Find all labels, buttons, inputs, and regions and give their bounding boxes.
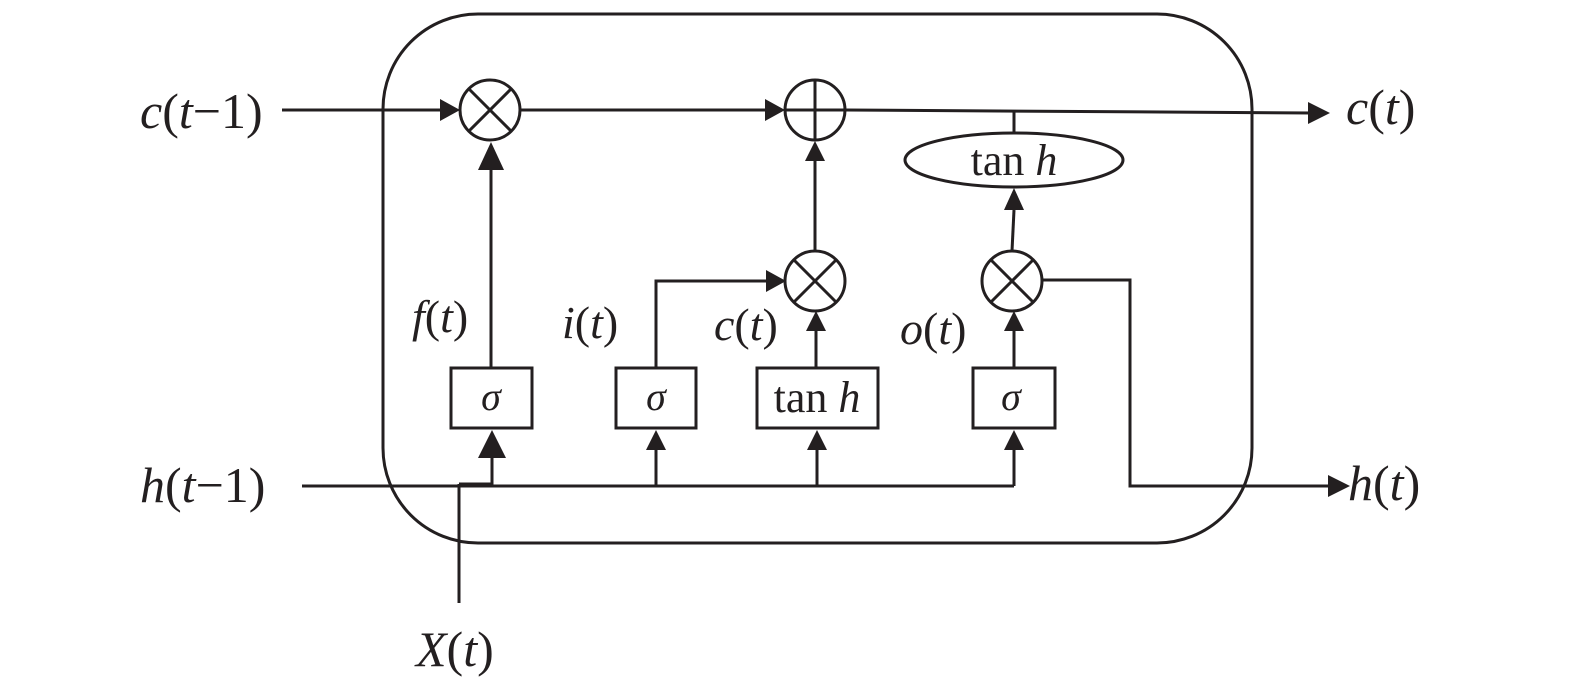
cell-out-label: c(t) — [1346, 79, 1415, 135]
forget-multiply-operator — [458, 78, 522, 142]
hidden-out-line — [1042, 278, 1330, 488]
candidate-tanh-box: tan h — [755, 366, 880, 430]
cell-add-operator — [783, 78, 847, 142]
input-to-add-arrowhead — [805, 141, 825, 161]
cell-boundary — [381, 12, 1254, 545]
output-multiply-operator — [980, 249, 1044, 313]
riser-output-arrowhead — [1004, 430, 1024, 450]
output-sigma-box: σ — [971, 366, 1057, 430]
output-tanh-ellipse: tan h — [903, 131, 1125, 189]
riser-input-arrowhead — [646, 430, 666, 450]
output-tanh-label: tan h — [971, 136, 1058, 185]
output-gate-label: o(t) — [900, 303, 966, 354]
input-gate-line — [654, 279, 772, 368]
input-multiply-operator — [783, 249, 847, 313]
forget-gate-arrowhead — [478, 142, 504, 170]
out-mult-to-tanh-arrowhead — [1004, 188, 1024, 210]
riser-candidate-arrowhead — [807, 430, 827, 450]
input-gate-arrowhead — [766, 270, 786, 292]
hidden-out-label: h(t) — [1348, 455, 1420, 511]
input-sigma-label: σ — [646, 374, 667, 419]
riser-forget-arrowhead — [478, 430, 506, 458]
output-sigma-label: σ — [1001, 374, 1022, 419]
forget-sigma-box: σ — [449, 366, 534, 430]
forget-to-add-arrowhead — [765, 99, 785, 121]
candidate-label: c(t) — [714, 299, 778, 350]
input-gate-label: i(t) — [562, 297, 618, 348]
candidate-arrowhead — [806, 311, 826, 331]
cell-prev-arrowhead — [440, 99, 460, 121]
candidate-tanh-label: tan h — [774, 373, 861, 422]
forget-gate-label: f(t) — [412, 291, 468, 342]
hidden-out-arrowhead — [1328, 475, 1350, 497]
x-input-label: X(t) — [414, 621, 494, 677]
cell-prev-label: c(t−1) — [140, 83, 263, 139]
cell-out-arrowhead — [1308, 102, 1330, 124]
out-mult-to-tanh-line — [1010, 209, 1016, 252]
forget-sigma-label: σ — [481, 374, 502, 419]
hidden-prev-label: h(t−1) — [140, 457, 265, 513]
cell-out-line — [845, 108, 1313, 115]
input-sigma-box: σ — [614, 366, 698, 430]
output-gate-arrowhead — [1004, 311, 1024, 331]
